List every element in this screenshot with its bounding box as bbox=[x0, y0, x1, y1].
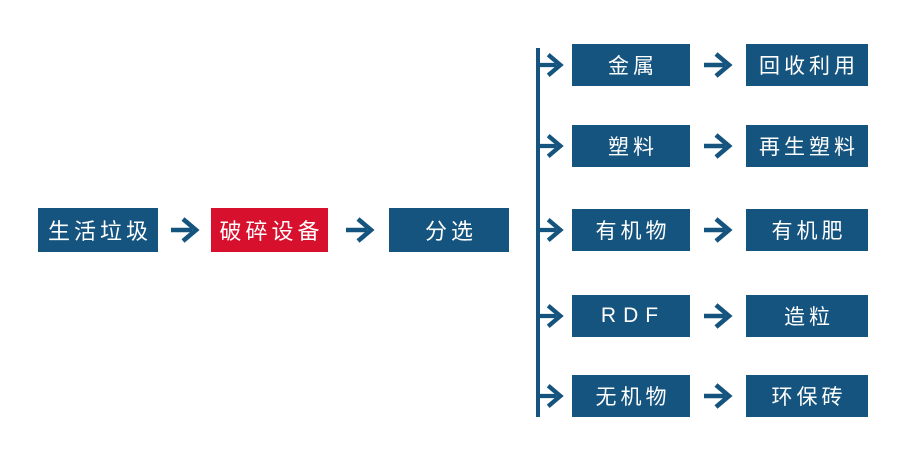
arrow-right-icon bbox=[536, 304, 564, 328]
arrow-right-icon bbox=[536, 134, 564, 158]
node-plastic: 塑料 bbox=[572, 125, 690, 167]
branch-spine-line bbox=[536, 48, 540, 417]
arrow-right-icon bbox=[704, 383, 733, 409]
arrow-right-icon bbox=[536, 53, 564, 77]
arrow-right-icon bbox=[704, 52, 733, 78]
node-recycling: 回收利用 bbox=[746, 44, 868, 86]
node-eco-brick: 环保砖 bbox=[746, 375, 868, 417]
node-household-waste: 生活垃圾 bbox=[38, 208, 158, 252]
node-organic-fertilizer: 有机肥 bbox=[746, 209, 868, 251]
node-recycled-plastic: 再生塑料 bbox=[746, 125, 868, 167]
node-organic-matter: 有机物 bbox=[572, 209, 690, 251]
node-metal: 金属 bbox=[572, 44, 690, 86]
node-sorting: 分选 bbox=[389, 208, 509, 252]
arrow-right-icon bbox=[704, 133, 733, 159]
arrow-right-icon bbox=[704, 217, 733, 243]
arrow-right-icon bbox=[536, 384, 564, 408]
node-inorganic-matter: 无机物 bbox=[572, 375, 690, 417]
node-granulation: 造粒 bbox=[746, 295, 868, 337]
arrow-right-icon bbox=[704, 303, 733, 329]
arrow-right-icon bbox=[536, 218, 564, 242]
node-rdf: RDF bbox=[572, 295, 690, 337]
arrow-right-icon bbox=[346, 217, 375, 243]
arrow-right-icon bbox=[171, 217, 200, 243]
node-crushing-equipment: 破碎设备 bbox=[211, 208, 328, 252]
